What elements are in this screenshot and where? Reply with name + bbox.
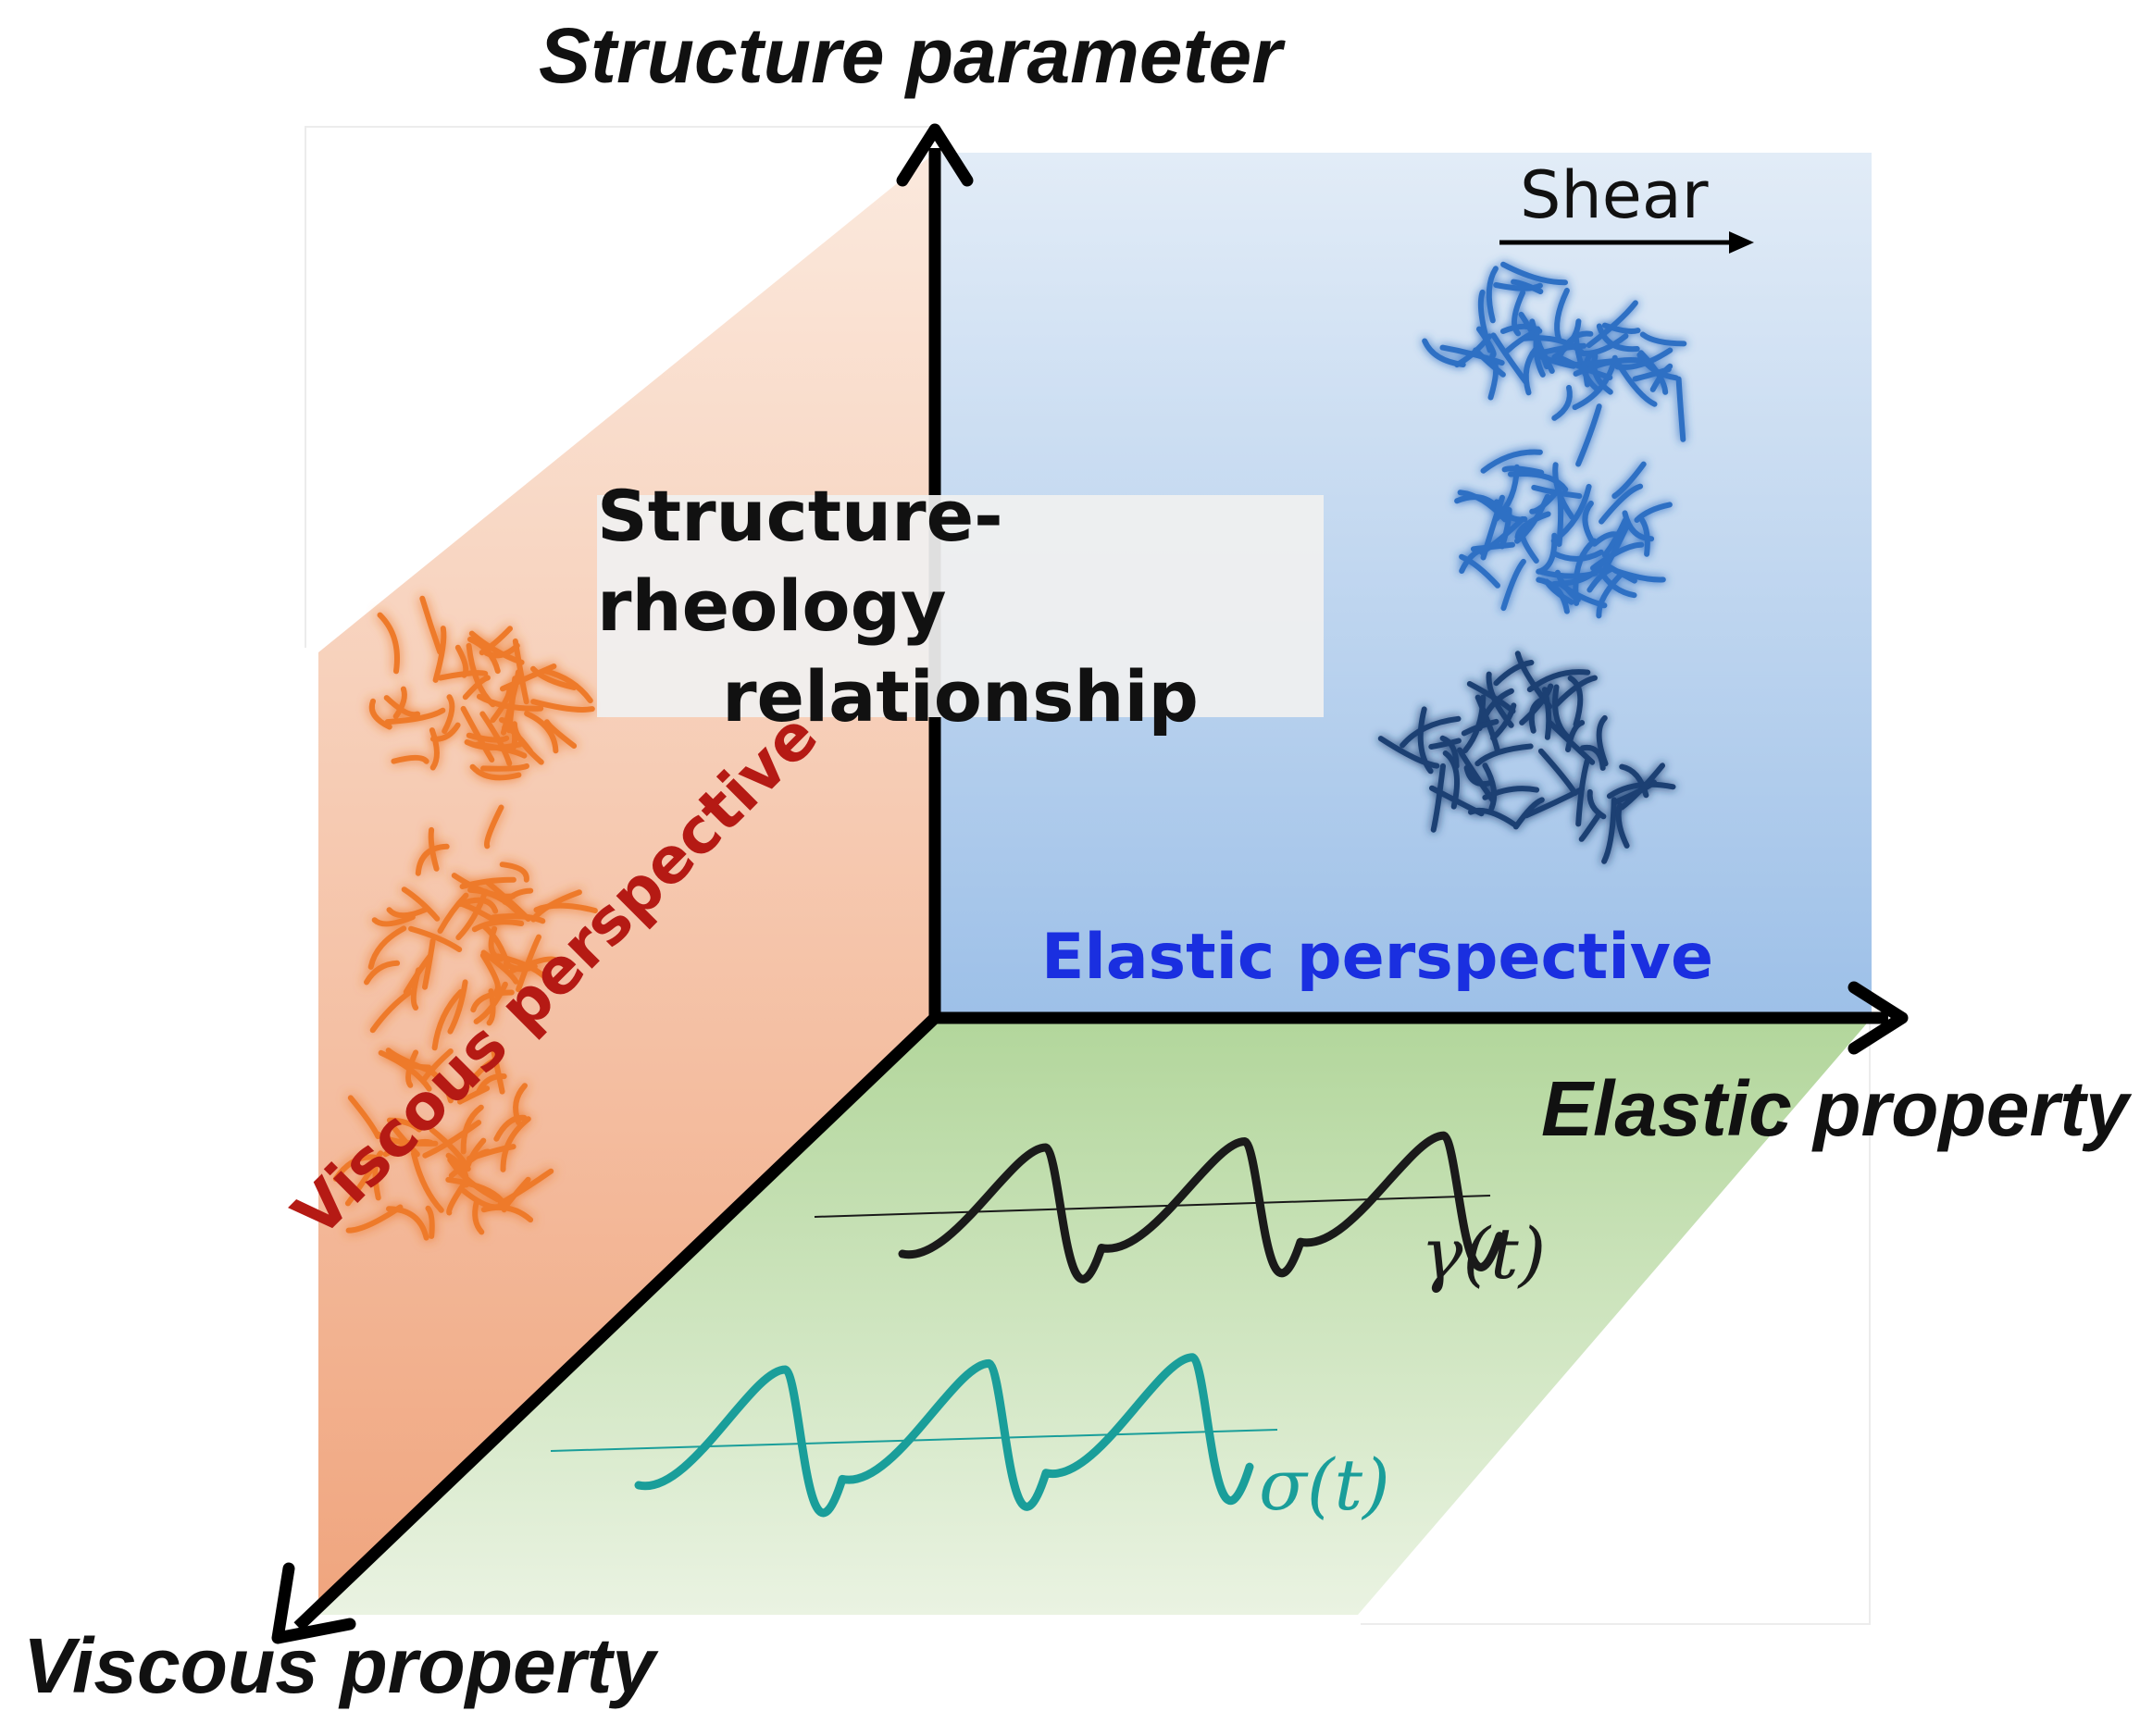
elastic-network-bottom (1377, 651, 1676, 864)
depth-axis-title: Viscous property (23, 1622, 656, 1709)
elastic-perspective-label: Elastic perspective (1041, 921, 1714, 994)
elastic-network-top (1422, 261, 1687, 467)
strain-signal-label: γ(t) (1421, 1212, 1547, 1295)
vertical-axis-arrowhead (896, 123, 974, 187)
stress-curve (634, 1353, 1254, 1518)
viscous-network-middle (364, 804, 598, 1051)
right-frame-line (1361, 1018, 1871, 1625)
centre-label-line1: Structure-rheology (597, 475, 1003, 648)
network-structures (332, 261, 1687, 1241)
strain-curve (898, 1131, 1504, 1283)
vertical-axis-title: Structure parameter (539, 12, 1282, 99)
stress-waveform (550, 1353, 1278, 1518)
viscous-network-top (368, 595, 595, 781)
horizontal-axis-arrowhead (1848, 981, 1909, 1055)
axes (271, 123, 1909, 1644)
shear-arrow-head (1729, 231, 1754, 254)
back-frame-line (305, 126, 935, 648)
shear-arrow (1499, 231, 1754, 254)
depth-axis (293, 1013, 939, 1631)
floor-plane (318, 1018, 1872, 1615)
elastic-network-middle (1454, 449, 1673, 619)
strain-waveform (814, 1131, 1504, 1283)
stress-signal-label: σ(t) (1259, 1444, 1390, 1526)
depth-axis-arrowhead (271, 1562, 356, 1644)
horizontal-axis-title: Elastic property (1541, 1065, 2129, 1152)
viscous-network-bottom (332, 1045, 554, 1241)
shear-label: Shear (1520, 157, 1709, 233)
elastic-plane (935, 153, 1872, 1018)
centre-label-box: Structure-rheology relationship (597, 475, 1324, 738)
centre-label-line2: relationship (722, 654, 1199, 738)
